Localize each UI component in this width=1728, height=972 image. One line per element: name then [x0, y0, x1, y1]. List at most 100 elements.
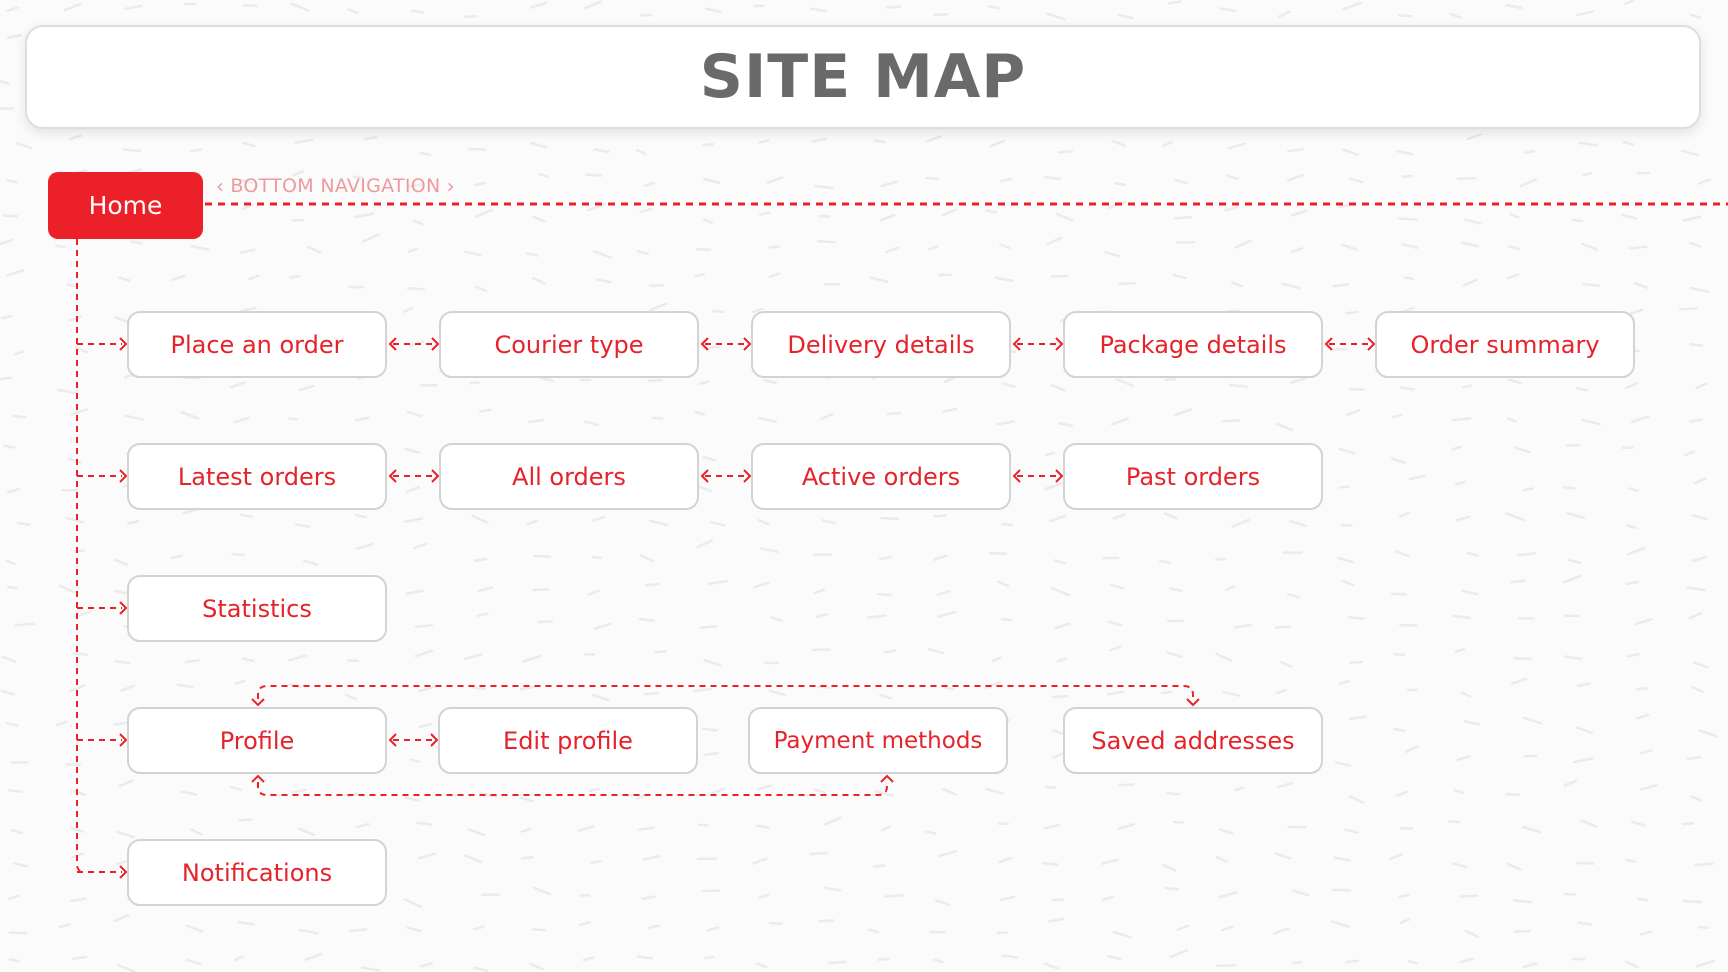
background-dash — [176, 683, 194, 689]
background-dash — [756, 784, 773, 791]
node-label: Latest orders — [177, 462, 337, 491]
background-dash — [295, 523, 311, 529]
background-dash — [1399, 386, 1416, 391]
background-dash — [880, 516, 900, 521]
background-dash — [708, 579, 728, 586]
background-dash — [474, 285, 487, 293]
node-past-orders[interactable]: Past orders — [1063, 443, 1323, 510]
background-dash — [1639, 930, 1653, 936]
background-dash — [1052, 729, 1066, 736]
background-dash — [113, 721, 130, 726]
background-dash — [55, 720, 68, 727]
home-node[interactable]: Home — [48, 172, 203, 239]
background-dash — [587, 589, 601, 596]
node-courier-type[interactable]: Courier type — [439, 311, 699, 378]
background-dash — [1575, 10, 1595, 17]
background-dash — [1580, 242, 1598, 251]
background-dash — [582, 956, 595, 962]
background-dash — [702, 345, 720, 350]
node-package-details[interactable]: Package details — [1063, 311, 1323, 378]
background-dash — [15, 141, 33, 150]
chevron-left-icon: ‹ — [216, 174, 225, 198]
background-dash — [1451, 417, 1472, 422]
background-dash — [585, 173, 603, 177]
background-dash — [1463, 218, 1482, 225]
node-statistics[interactable]: Statistics — [127, 575, 387, 642]
background-dash — [1234, 239, 1252, 249]
background-dash — [638, 617, 655, 622]
background-dash — [879, 693, 893, 700]
background-dash — [1695, 959, 1715, 968]
background-dash — [710, 787, 726, 795]
background-dash — [239, 178, 254, 185]
background-dash — [886, 411, 902, 416]
background-dash — [925, 176, 940, 180]
background-dash — [1682, 899, 1702, 904]
background-dash — [1044, 785, 1057, 789]
node-profile[interactable]: Profile — [127, 707, 387, 774]
background-dash — [697, 823, 709, 827]
background-dash — [1455, 515, 1471, 522]
background-dash — [768, 245, 780, 249]
background-dash — [710, 520, 726, 527]
background-dash — [0, 376, 13, 381]
background-dash — [1338, 447, 1356, 455]
background-dash — [1401, 243, 1419, 250]
background-dash — [1348, 387, 1365, 391]
background-dash — [292, 170, 305, 176]
node-order-summary[interactable]: Order summary — [1375, 311, 1635, 378]
background-dash — [702, 177, 721, 185]
background-dash — [1343, 828, 1359, 834]
background-dash — [1451, 861, 1468, 869]
background-dash — [1231, 518, 1250, 529]
background-dash — [1629, 308, 1644, 316]
home-label: Home — [88, 191, 163, 220]
background-dash — [1115, 378, 1135, 388]
background-dash — [588, 787, 601, 792]
background-dash — [1689, 13, 1702, 19]
background-dash — [639, 554, 654, 563]
background-dash — [1389, 853, 1403, 861]
background-dash — [589, 859, 602, 864]
background-dash — [712, 309, 725, 314]
background-dash — [867, 614, 887, 619]
background-dash — [519, 685, 537, 691]
background-dash — [1215, 964, 1237, 968]
node-all-orders[interactable]: All orders — [439, 443, 699, 510]
background-dash — [412, 542, 428, 550]
node-delivery-details[interactable]: Delivery details — [751, 311, 1011, 378]
background-dash — [1686, 755, 1702, 761]
node-label: All orders — [512, 462, 626, 491]
background-dash — [6, 6, 19, 13]
background-dash — [701, 727, 718, 732]
node-active-orders[interactable]: Active orders — [751, 443, 1011, 510]
background-dash — [1521, 825, 1542, 834]
background-dash — [694, 410, 705, 416]
node-notifications[interactable]: Notifications — [127, 839, 387, 906]
background-dash — [1163, 512, 1178, 520]
background-dash — [1507, 273, 1520, 280]
background-dash — [883, 649, 897, 654]
background-dash — [472, 925, 485, 931]
background-dash — [402, 307, 414, 313]
background-dash — [68, 315, 82, 322]
background-dash — [73, 549, 85, 553]
node-edit-profile[interactable]: Edit profile — [438, 707, 698, 774]
background-dash — [1627, 546, 1646, 556]
background-dash — [71, 852, 84, 859]
background-dash — [760, 547, 779, 554]
node-payment-methods[interactable]: Payment methods — [748, 707, 1008, 774]
node-place-an-order[interactable]: Place an order — [127, 311, 387, 378]
background-dash — [1682, 215, 1702, 222]
background-dash — [648, 924, 661, 929]
node-latest-orders[interactable]: Latest orders — [127, 443, 387, 510]
background-dash — [814, 184, 835, 190]
background-dash — [1505, 512, 1525, 522]
node-saved-addresses[interactable]: Saved addresses — [1063, 707, 1323, 774]
background-dash — [0, 689, 15, 696]
background-dash — [703, 218, 713, 225]
background-dash — [71, 955, 88, 961]
background-dash — [1281, 282, 1302, 290]
background-dash — [14, 622, 35, 627]
background-dash — [344, 693, 357, 701]
